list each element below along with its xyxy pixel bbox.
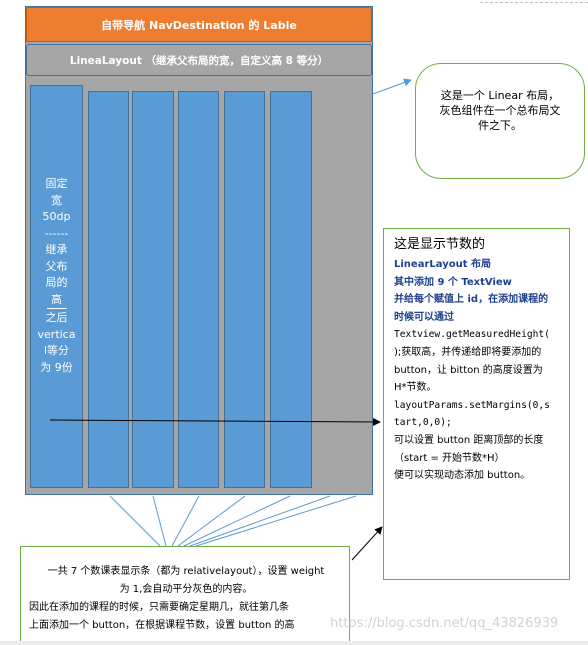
note-body-line: button，让 bitton 的高度设置为 bbox=[394, 364, 543, 376]
day-column-fan-lines bbox=[109, 495, 357, 547]
note-body-line: 便可以实现动态添加 button。 bbox=[394, 470, 531, 482]
callout-line: 件之下。 bbox=[478, 119, 522, 132]
fixed-col-divider bbox=[46, 308, 67, 310]
fixed-col-line: 之后 bbox=[45, 311, 68, 324]
day-column bbox=[224, 91, 265, 488]
day-column bbox=[132, 91, 174, 488]
note-body-line: );获取高，并传递给即将要添加的 bbox=[394, 346, 542, 358]
callout-line: 灰色组件在一个总布局文 bbox=[439, 104, 561, 117]
linear-layout-bar: LineaLayout （继承父布局的宽，自定义高 8 等分） bbox=[26, 44, 372, 76]
day-bars-note: 一共 7 个数课表显示条（都为 relativelayout），设置 weigh… bbox=[20, 546, 350, 645]
note-bold-line: 其中添加 9 个 TextView bbox=[394, 276, 512, 288]
day-column bbox=[178, 91, 219, 488]
fixed-col-line: 50dp bbox=[42, 210, 71, 223]
note-heading: 这是显示节数的 bbox=[394, 237, 486, 252]
linear-bar-text: LineaLayout （继承父布局的宽，自定义高 8 等分） bbox=[69, 54, 329, 67]
section-number-arrow bbox=[49, 417, 381, 426]
fixed-col-line: 宽 bbox=[51, 193, 62, 207]
bottom-note-line: 一共 7 个数课表显示条（都为 relativelayout），设置 weigh… bbox=[47, 566, 325, 577]
note-body-line: H*节数。 bbox=[394, 382, 437, 394]
bottom-note-line: 因此在添加的课程的时候，只需要确定星期几，就往第几条 bbox=[29, 602, 289, 613]
bottom-note-line: 为 1,会自动平分灰色的内容。 bbox=[119, 584, 253, 595]
callout-arrow bbox=[372, 78, 412, 95]
note-body-line: 可以设置 button 距离顶部的长度 bbox=[394, 434, 544, 446]
note-body-line: layoutParams.setMargins(0,s bbox=[394, 399, 550, 411]
fixed-col-line: 高 bbox=[51, 292, 62, 306]
fixed-col-line: 局的 bbox=[45, 276, 68, 289]
note-body-line: tart,0,0); bbox=[394, 417, 452, 429]
linear-layout-callout: 这是一个 Linear 布局， 灰色组件在一个总布局文 件之下。 bbox=[415, 63, 585, 179]
fixed-col-line: 为 9份 bbox=[40, 360, 73, 374]
watermark: https://blog.csdn.net/qq_43826939 bbox=[330, 616, 559, 631]
day-column bbox=[88, 91, 129, 488]
nav-destination-label-bar: 自带导航 NavDestination 的 Lable bbox=[26, 7, 372, 42]
note-body-line: Textview.getMeasuredHeight( bbox=[394, 329, 550, 341]
fixed-col-line: l等分 bbox=[43, 344, 70, 357]
bottom-edge bbox=[0, 641, 588, 645]
fixed-col-line: vertica bbox=[37, 327, 76, 341]
section-number-note: 这是显示节数的 LinearLayout 布局 其中添加 9 个 TextVie… bbox=[383, 228, 570, 580]
note-connector-arrow bbox=[351, 526, 383, 561]
note-bold-line: 时候可以通过 bbox=[394, 311, 454, 323]
fixed-width-column: 固定 宽 50dp ------ 继承 父布 局的 高 之后 vertica l… bbox=[30, 85, 83, 488]
note-bold-line: LinearLayout 布局 bbox=[394, 259, 491, 270]
top-dashed-line bbox=[480, 2, 588, 3]
fixed-col-line: 父布 bbox=[45, 259, 68, 273]
title-bar-text: 自带导航 NavDestination 的 Lable bbox=[101, 18, 297, 32]
note-bold-line: 并给每个赋值上 id，在添加课程的 bbox=[394, 294, 549, 306]
fixed-col-line: ------ bbox=[44, 226, 69, 240]
note-body-line: （start = 开始节数*H） bbox=[394, 452, 505, 464]
fixed-col-line: 固定 bbox=[45, 177, 68, 190]
bottom-note-line: 上面添加一个 button，在根据课程节数，设置 button 的高 bbox=[29, 620, 295, 631]
callout-line: 这是一个 Linear 布局， bbox=[440, 89, 560, 102]
fixed-col-line: 继承 bbox=[45, 243, 68, 256]
